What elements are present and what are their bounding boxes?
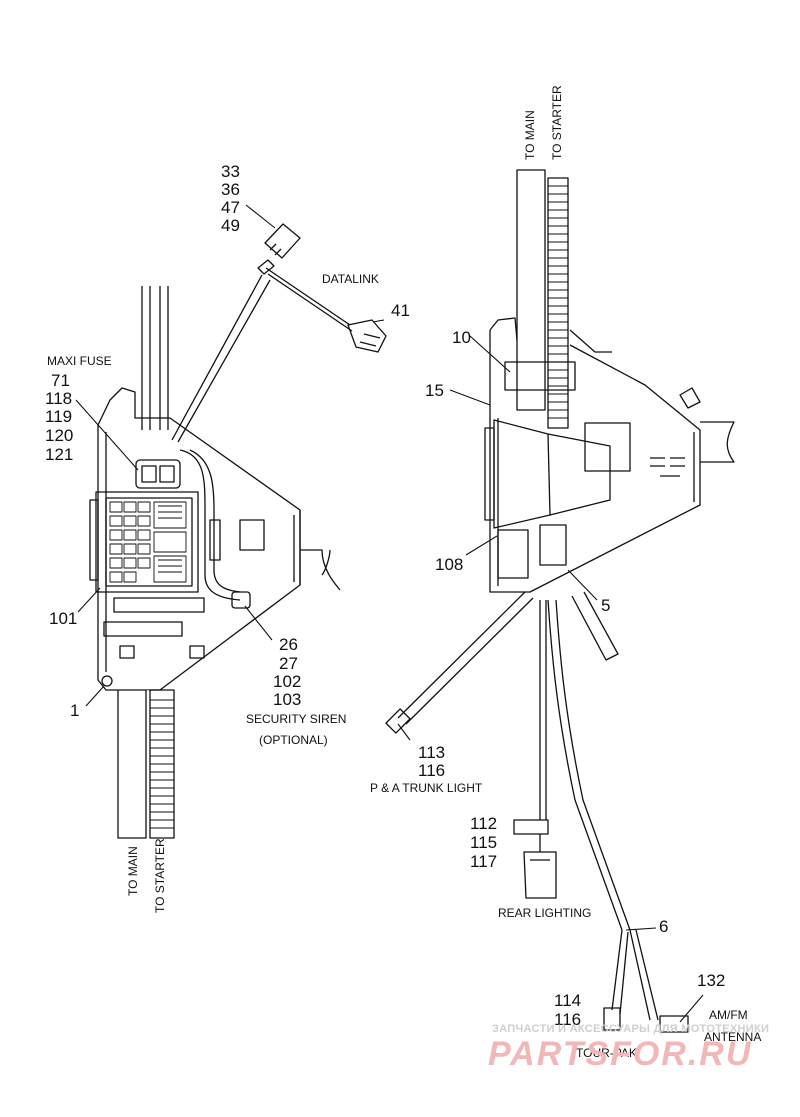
callout-113: 113 xyxy=(418,743,446,762)
amfm-label: AM/FM xyxy=(709,1008,748,1022)
right-leader-lines xyxy=(397,335,704,1023)
callout-114: 114 xyxy=(554,991,582,1010)
callout-101: 101 xyxy=(49,609,78,628)
optional-label: (OPTIONAL) xyxy=(259,733,328,747)
callout-103: 103 xyxy=(273,690,302,709)
callout-132: 132 xyxy=(697,971,726,990)
callout-116-tourpak: 116 xyxy=(554,1010,582,1029)
callout-10: 10 xyxy=(452,328,471,347)
callout-119: 119 xyxy=(45,407,73,426)
callout-33: 33 xyxy=(221,162,240,181)
left-to-main-label: TO MAIN xyxy=(126,846,140,896)
callout-117: 117 xyxy=(470,852,498,871)
callout-116-trunk: 116 xyxy=(418,761,446,780)
callout-49: 49 xyxy=(221,216,240,235)
callout-71: 71 xyxy=(51,371,70,390)
callout-27: 27 xyxy=(279,654,298,673)
left-leader-lines xyxy=(75,204,385,707)
callout-41: 41 xyxy=(391,301,410,320)
callout-115: 115 xyxy=(470,833,498,852)
trunk-light-label: P & A TRUNK LIGHT xyxy=(370,781,483,795)
rear-lighting-label: REAR LIGHTING xyxy=(498,906,592,920)
watermark-tagline: ЗАПЧАСТИ И АКСЕССУАРЫ ДЛЯ МОТОТЕХНИКИ xyxy=(492,1023,770,1035)
antenna-label: ANTENNA xyxy=(704,1030,762,1044)
left-starter-loom xyxy=(150,699,174,829)
tour-pak-label: TOUR-PAK xyxy=(576,1046,637,1060)
watermark-brand: PARTSFOR.RU xyxy=(488,1035,753,1073)
right-to-starter-label: TO STARTER xyxy=(550,85,564,160)
callout-36: 36 xyxy=(221,180,240,199)
callout-118: 118 xyxy=(45,389,73,408)
callout-108: 108 xyxy=(435,555,464,574)
callout-15: 15 xyxy=(425,381,444,400)
callout-112: 112 xyxy=(470,814,498,833)
callout-47: 47 xyxy=(221,198,240,217)
callout-26: 26 xyxy=(279,635,298,654)
callout-6: 6 xyxy=(659,917,669,936)
callout-102: 102 xyxy=(273,672,302,691)
right-harness-assembly xyxy=(385,169,735,1033)
callout-121: 121 xyxy=(45,445,74,464)
callout-5: 5 xyxy=(601,596,611,615)
right-starter-loom xyxy=(548,185,568,419)
left-harness-assembly xyxy=(89,223,387,839)
callout-1: 1 xyxy=(70,701,80,720)
datalink-label: DATALINK xyxy=(322,272,379,286)
right-to-main-label: TO MAIN xyxy=(523,110,537,160)
left-to-starter-label: TO STARTER xyxy=(153,838,167,913)
security-siren-label: SECURITY SIREN xyxy=(246,712,347,726)
maxi-fuse-label: MAXI FUSE xyxy=(47,354,112,368)
callout-120: 120 xyxy=(45,426,74,445)
